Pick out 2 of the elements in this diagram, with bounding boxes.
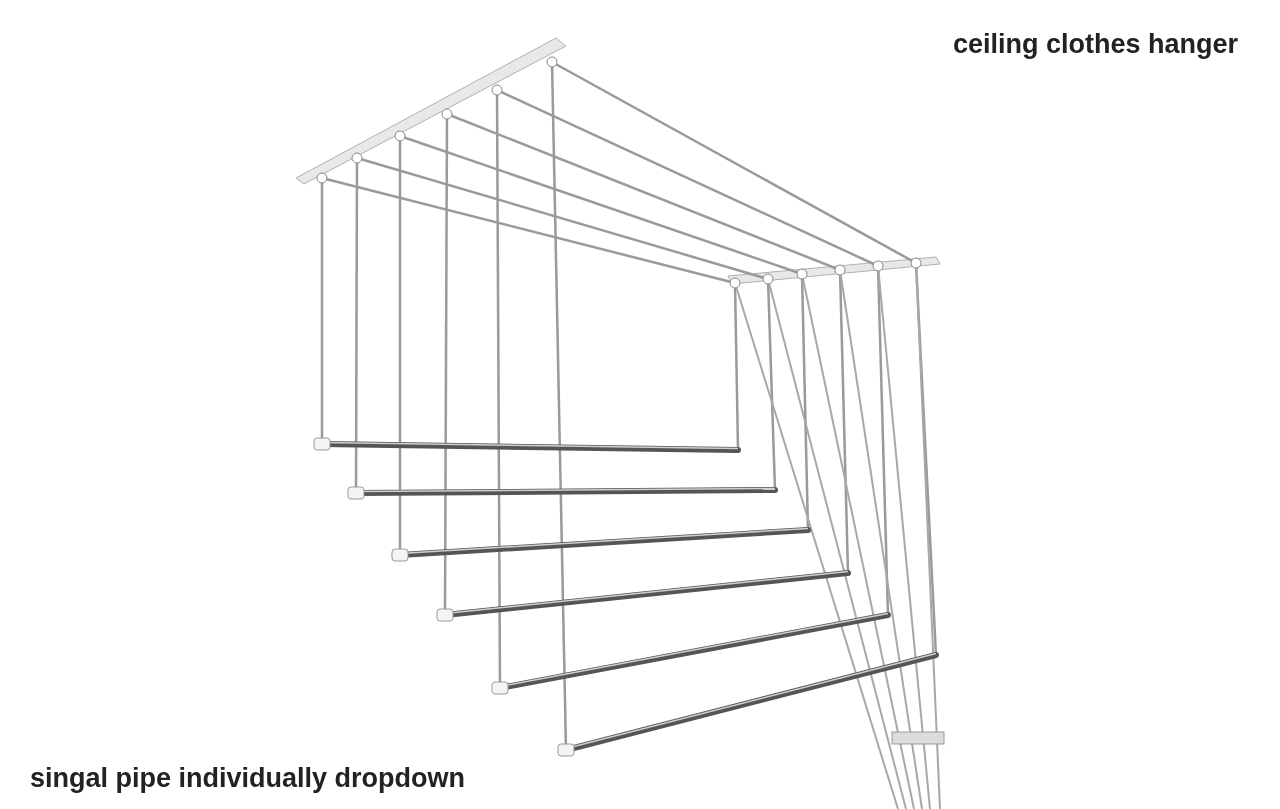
caption-text: ceiling clothes hanger <box>952 28 1238 61</box>
caption-text: singal pipe individually dropdown <box>30 762 466 795</box>
